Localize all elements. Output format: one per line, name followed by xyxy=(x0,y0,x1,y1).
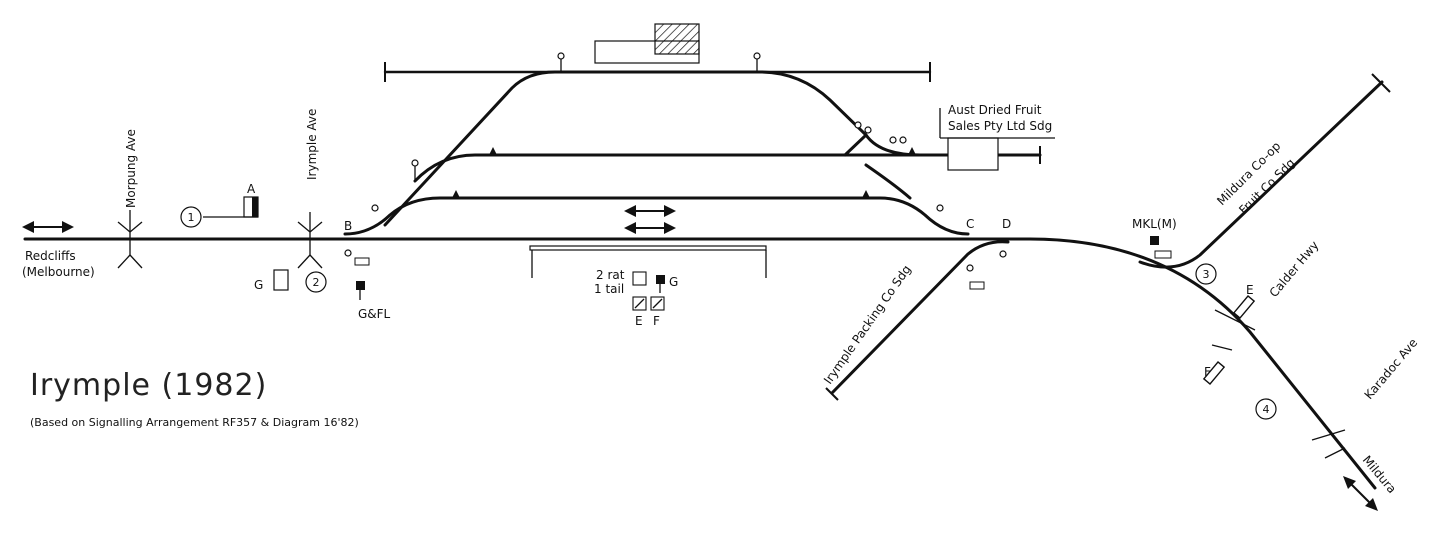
direction-melbourne: (Melbourne) xyxy=(22,265,95,279)
coop-siding xyxy=(1138,80,1384,269)
middle-connector xyxy=(843,132,922,157)
lever-box-rat xyxy=(632,271,647,286)
signal-g xyxy=(273,269,289,291)
legend-line1: 2 rat xyxy=(596,268,625,282)
legend-e: E xyxy=(635,314,643,328)
structures xyxy=(383,23,1055,278)
label-a: A xyxy=(247,182,256,196)
signals xyxy=(203,52,1256,385)
label-gfl: G&FL xyxy=(358,307,391,321)
loop-middle xyxy=(413,153,1042,183)
double-arrow-icon xyxy=(624,205,676,234)
mkl-lever xyxy=(1150,236,1159,245)
mkl-box xyxy=(1154,250,1172,259)
adf-building xyxy=(947,137,999,171)
dwarf-marker xyxy=(452,190,460,198)
road-karadoc: Karadoc Ave xyxy=(1362,336,1421,402)
loop-lower xyxy=(343,196,970,236)
loop-top xyxy=(383,70,868,227)
label-f: F xyxy=(1204,365,1211,379)
lever-box xyxy=(969,281,985,290)
road-morpung: Morpung Ave xyxy=(124,129,138,208)
direction-redcliffs: Redcliffs xyxy=(25,249,76,263)
station-building-hatched xyxy=(654,23,700,55)
legend-line2: 1 tail xyxy=(594,282,624,296)
circle-4: 4 xyxy=(1263,403,1270,416)
road-crossings xyxy=(117,210,1346,459)
labels: Irymple (1982) (Based on Signalling Arra… xyxy=(22,103,1420,496)
level-crossing-icon xyxy=(1211,309,1256,351)
gfl-lever xyxy=(356,281,365,290)
level-crossing-icon xyxy=(297,212,323,269)
signal-f xyxy=(1202,361,1226,385)
double-arrow-icon xyxy=(1343,476,1378,511)
circle-1: 1 xyxy=(188,211,195,224)
dwarf-marker xyxy=(908,147,916,155)
coop-siding-stop xyxy=(1371,73,1391,93)
circle-3: 3 xyxy=(1203,268,1210,281)
label-d: D xyxy=(1002,217,1011,231)
diagram-subtitle: (Based on Signalling Arrangement RF357 &… xyxy=(30,416,359,429)
label-c: C xyxy=(966,217,974,231)
signal-e xyxy=(1232,295,1256,319)
lower-to-middle-connector xyxy=(864,163,912,200)
lever-g xyxy=(656,275,665,284)
signal-post-icon xyxy=(344,52,1007,272)
circle-2: 2 xyxy=(313,276,320,289)
diagram-title: Irymple (1982) xyxy=(30,368,267,403)
label-b: B xyxy=(344,219,352,233)
tracks xyxy=(23,70,1391,490)
label-e: E xyxy=(1246,283,1254,297)
circled-numbers: 1 2 3 4 xyxy=(180,206,1277,420)
legend-g: G xyxy=(669,275,678,289)
lever-legend: 2 rat 1 tail G E F xyxy=(594,268,678,328)
double-arrow-icon xyxy=(22,221,74,233)
main-line xyxy=(23,237,1377,490)
dwarf-marker xyxy=(862,190,870,198)
legend-f: F xyxy=(653,314,660,328)
dwarf-marker xyxy=(489,147,497,155)
label-mkl: MKL(M) xyxy=(1132,217,1177,231)
packing-siding xyxy=(830,240,1010,395)
siding-adf-line2: Sales Pty Ltd Sdg xyxy=(948,119,1052,133)
lever-box xyxy=(354,257,370,266)
main-platform xyxy=(529,245,767,251)
label-g: G xyxy=(254,278,263,292)
road-irymple: Irymple Ave xyxy=(305,109,319,180)
packing-siding-stop xyxy=(825,387,839,401)
siding-adf-line1: Aust Dried Fruit xyxy=(948,103,1042,117)
level-crossing-icon xyxy=(1311,429,1346,459)
level-crossing-icon xyxy=(117,210,143,269)
road-calder: Calder Hwy xyxy=(1267,238,1322,300)
